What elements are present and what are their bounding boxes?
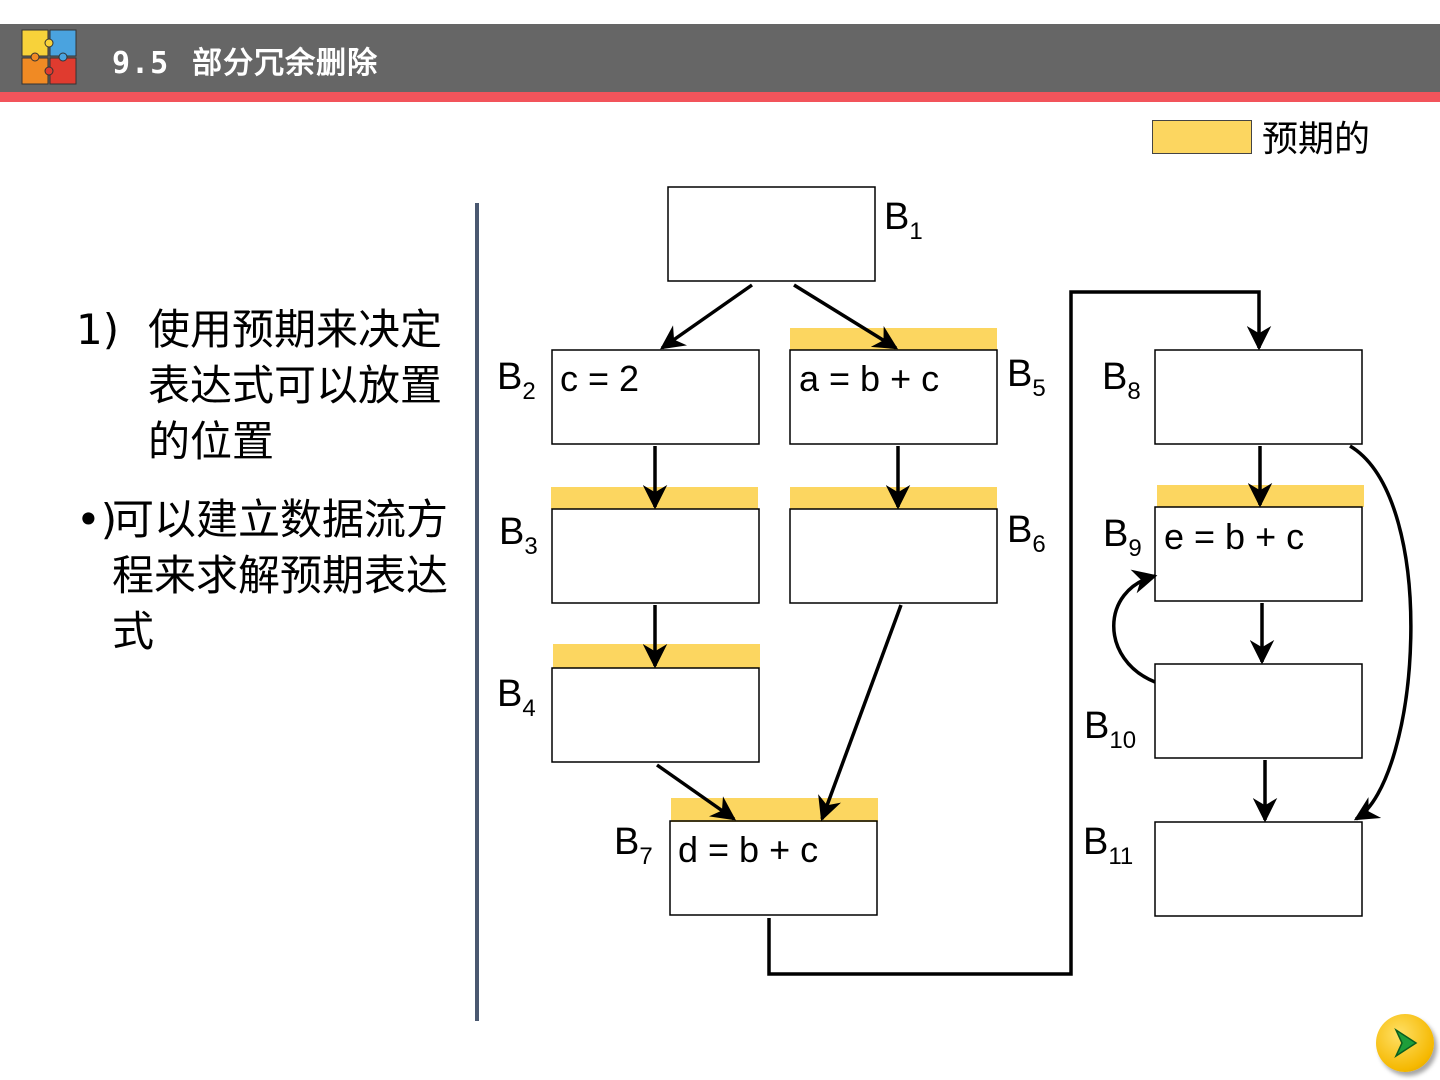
- svg-text:B5: B5: [1007, 353, 1046, 402]
- code-B5: a = b + c: [799, 358, 939, 399]
- block-B8: [1154, 349, 1363, 445]
- bullet-2-text: 可以建立数据流方程来求解预期表达式: [112, 495, 449, 656]
- code-B7: d = b + c: [678, 829, 818, 870]
- label-B11-sub: 11: [1108, 843, 1133, 870]
- label-B4-sub: 4: [522, 695, 535, 722]
- edge-B1-B2: [659, 283, 754, 350]
- label-B6-sub: 6: [1032, 531, 1045, 558]
- label-B1: B: [884, 196, 909, 238]
- svg-text:B2: B2: [497, 356, 536, 405]
- label-B5-sub: 5: [1032, 375, 1045, 402]
- label-B6: B: [1007, 509, 1032, 551]
- slide-title: 9.5 部分冗余删除: [112, 38, 378, 82]
- legend-swatch-anticipated: [1152, 120, 1252, 154]
- label-B4: B: [497, 673, 522, 715]
- label-B11: B: [1083, 821, 1108, 863]
- edge-B4-B7: [655, 763, 737, 821]
- legend-label: 预期的: [1262, 119, 1371, 160]
- puzzle-logo-icon: [21, 29, 77, 85]
- next-arrow-icon: [1394, 1027, 1418, 1059]
- bullet-2-marker: •): [76, 495, 118, 544]
- block-B1: [667, 186, 876, 282]
- anticipated-bands: [551, 328, 1364, 822]
- section-number: 9.5: [112, 46, 170, 81]
- svg-text:B3: B3: [499, 511, 538, 560]
- svg-text:B8: B8: [1102, 356, 1141, 405]
- svg-text:B4: B4: [497, 673, 536, 722]
- label-B5: B: [1007, 353, 1032, 395]
- label-B7-sub: 7: [639, 843, 652, 870]
- band-B7: [671, 798, 878, 822]
- block-B2: [551, 349, 760, 445]
- label-B1-sub: 1: [909, 218, 922, 245]
- svg-text:B6: B6: [1007, 509, 1046, 558]
- label-B8: B: [1102, 356, 1127, 398]
- block-B3: [551, 508, 760, 604]
- bullet-1-marker: 1): [76, 305, 120, 354]
- label-B2-sub: 2: [522, 378, 535, 405]
- svg-text:B10: B10: [1084, 705, 1136, 754]
- label-B10: B: [1084, 705, 1109, 747]
- label-B8-sub: 8: [1127, 378, 1140, 405]
- code-B9: e = b + c: [1164, 516, 1304, 557]
- next-slide-button[interactable]: [1376, 1014, 1434, 1072]
- edge-B1-B5: [793, 283, 899, 350]
- label-B9-sub: 9: [1128, 535, 1141, 562]
- label-B7: B: [614, 821, 639, 863]
- block-B5: [789, 349, 998, 445]
- svg-text:B7: B7: [614, 821, 653, 870]
- block-labels: B1 B2 B3 B4 B5 B6 B7 B8 B9 B10 B11: [497, 196, 1142, 870]
- label-B9: B: [1103, 513, 1128, 555]
- block-B11: [1154, 821, 1363, 917]
- edge-B10-B9: [1112, 569, 1158, 684]
- svg-text:B9: B9: [1103, 513, 1142, 562]
- edge-B6-B7: [818, 604, 903, 822]
- block-B4: [551, 667, 760, 763]
- block-code: c = 2 a = b + c d = b + c e = b + c: [560, 358, 1304, 870]
- svg-text:B1: B1: [884, 196, 923, 245]
- label-B10-sub: 10: [1109, 727, 1136, 754]
- section-title: 部分冗余删除: [192, 46, 379, 81]
- block-B7: [669, 820, 878, 916]
- svg-text:B11: B11: [1083, 821, 1133, 870]
- title-bar-accent-stripe: [0, 92, 1440, 102]
- block-B10: [1154, 663, 1363, 759]
- band-B6: [790, 487, 997, 509]
- title-bar: [0, 24, 1440, 92]
- code-B2: c = 2: [560, 358, 639, 399]
- label-B3: B: [499, 511, 524, 553]
- label-B3-sub: 3: [524, 533, 537, 560]
- bullet-1-text: 使用预期来决定表达式可以放置的位置: [148, 305, 443, 466]
- edge-B8-B11: [1349, 444, 1413, 821]
- vertical-divider: [475, 203, 479, 1021]
- edge-B7-B8: [767, 290, 1272, 976]
- label-B2: B: [497, 356, 522, 398]
- block-B6: [789, 508, 998, 604]
